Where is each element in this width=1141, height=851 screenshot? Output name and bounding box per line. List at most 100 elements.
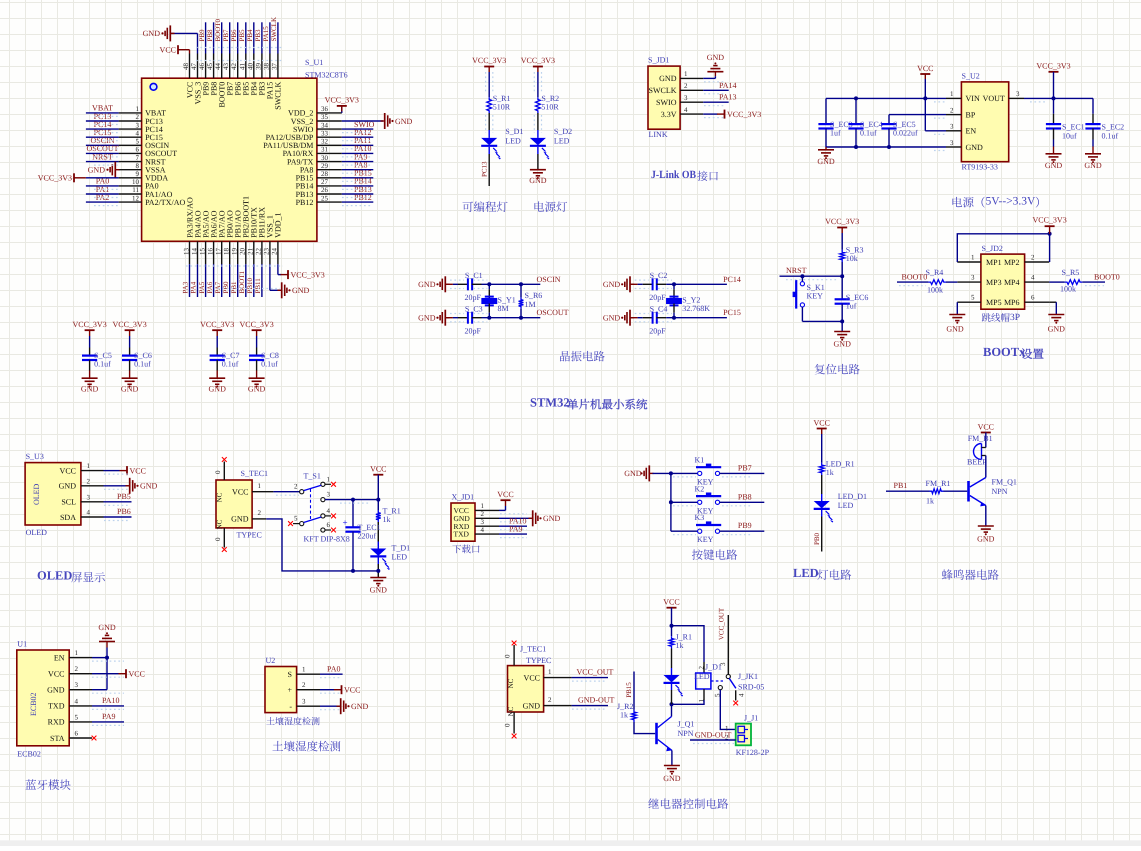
- svg-text:VCC: VCC: [232, 487, 248, 496]
- svg-text:OLED: OLED: [32, 483, 41, 505]
- svg-text:S: S: [288, 670, 292, 679]
- svg-text:VBAT: VBAT: [145, 109, 166, 118]
- svg-text:GND: GND: [59, 482, 77, 491]
- svg-text:SDA: SDA: [60, 513, 76, 522]
- svg-text:PA6: PA6: [206, 281, 214, 293]
- svg-text:PB3: PB3: [258, 82, 267, 96]
- svg-text:GND: GND: [603, 314, 621, 323]
- svg-text:VCC_OUT: VCC_OUT: [718, 607, 726, 640]
- svg-text:KEY: KEY: [807, 292, 824, 301]
- svg-text:34: 34: [321, 121, 329, 129]
- svg-text:BEEP: BEEP: [967, 458, 987, 467]
- svg-text:GND: GND: [88, 166, 106, 175]
- svg-text:T_R1: T_R1: [383, 507, 401, 516]
- svg-text:PA0: PA0: [145, 182, 159, 191]
- svg-text:GND: GND: [292, 286, 310, 295]
- svg-text:PB5: PB5: [238, 29, 246, 42]
- svg-text:27: 27: [321, 178, 329, 186]
- svg-text:24: 24: [271, 248, 279, 256]
- svg-text:GND: GND: [529, 176, 547, 185]
- svg-text:5: 5: [971, 294, 975, 302]
- svg-text:VCC: VCC: [370, 465, 386, 474]
- svg-text:VCC: VCC: [160, 45, 176, 54]
- svg-text:J_R2: J_R2: [617, 702, 633, 711]
- svg-text:20pF: 20pF: [465, 293, 482, 302]
- svg-text:0: 0: [214, 470, 222, 474]
- svg-text:GND: GND: [418, 314, 436, 323]
- svg-text:3: 3: [950, 123, 954, 131]
- svg-text:36: 36: [321, 105, 329, 113]
- svg-text:PC15: PC15: [145, 133, 163, 142]
- svg-text:VSS_2: VSS_2: [291, 117, 314, 126]
- svg-text:S_U3: S_U3: [26, 452, 44, 461]
- svg-text:VCC: VCC: [663, 598, 679, 607]
- svg-text:TYPEC: TYPEC: [237, 531, 262, 540]
- svg-text:2: 2: [698, 666, 706, 670]
- svg-text:3: 3: [87, 493, 91, 501]
- svg-text:VCC_3V3: VCC_3V3: [727, 110, 761, 119]
- svg-text:T_EC1: T_EC1: [358, 523, 381, 532]
- svg-text:26: 26: [321, 186, 329, 194]
- svg-text:30: 30: [321, 154, 329, 162]
- svg-text:PB11/RX: PB11/RX: [258, 207, 267, 238]
- svg-text:NRST: NRST: [92, 152, 113, 161]
- svg-text:10: 10: [132, 178, 140, 186]
- svg-text:8: 8: [136, 162, 140, 170]
- svg-text:T_D1: T_D1: [392, 544, 411, 553]
- svg-text:S_R5: S_R5: [1062, 268, 1080, 277]
- svg-text:PA7: PA7: [214, 281, 222, 293]
- svg-text:GND: GND: [370, 586, 388, 595]
- svg-text:SWIO: SWIO: [656, 98, 677, 107]
- svg-text:VDD_2: VDD_2: [288, 109, 313, 118]
- svg-text:4: 4: [136, 129, 140, 137]
- svg-text:S_EC3: S_EC3: [830, 120, 853, 129]
- svg-text:2: 2: [87, 477, 91, 485]
- svg-text:VCC: VCC: [344, 686, 360, 695]
- svg-text:1: 1: [950, 90, 954, 98]
- svg-text:U1: U1: [17, 640, 27, 649]
- svg-text:PB10/TX: PB10/TX: [250, 207, 259, 238]
- svg-text:BOOTx: BOOTx: [983, 345, 1026, 359]
- svg-text:2: 2: [136, 113, 140, 121]
- svg-text:PA4: PA4: [190, 281, 198, 293]
- svg-text:GND: GND: [98, 623, 116, 632]
- svg-text:GND: GND: [81, 385, 99, 394]
- svg-text:J-Link OB: J-Link OB: [651, 169, 697, 181]
- svg-text:3.3V: 3.3V: [661, 110, 677, 119]
- svg-text:ECB02: ECB02: [17, 750, 41, 759]
- svg-text:PA11/USB/DM: PA11/USB/DM: [263, 141, 313, 150]
- svg-text:MP3: MP3: [986, 278, 1002, 287]
- svg-text:PB7: PB7: [738, 463, 752, 472]
- svg-text:1: 1: [971, 254, 975, 262]
- svg-text:S_U1: S_U1: [305, 58, 323, 67]
- svg-text:VCC_OUT: VCC_OUT: [577, 667, 614, 676]
- svg-text:KEY: KEY: [697, 506, 714, 515]
- svg-text:28: 28: [321, 170, 329, 178]
- svg-text:PB4: PB4: [246, 29, 254, 42]
- svg-text:46: 46: [198, 63, 206, 71]
- svg-text:2: 2: [684, 82, 688, 90]
- svg-text:S_EC1: S_EC1: [1062, 123, 1085, 132]
- svg-text:SWIO: SWIO: [354, 120, 375, 129]
- svg-text:PB8: PB8: [206, 29, 214, 42]
- svg-text:X_JD1: X_JD1: [452, 493, 475, 502]
- svg-text:GND: GND: [659, 74, 677, 83]
- svg-text:3: 3: [971, 274, 975, 282]
- svg-text:VCC: VCC: [524, 673, 540, 682]
- svg-text:VSS_1: VSS_1: [266, 215, 275, 238]
- svg-text:19: 19: [231, 248, 239, 256]
- svg-text:GND: GND: [418, 280, 436, 289]
- svg-text:PA0: PA0: [327, 664, 341, 673]
- svg-text:PB9: PB9: [201, 82, 210, 96]
- svg-text:OLED: OLED: [37, 569, 72, 583]
- svg-text:20pF: 20pF: [649, 293, 666, 302]
- svg-text:LED: LED: [694, 672, 710, 681]
- svg-text:VCC_3V3: VCC_3V3: [472, 56, 506, 65]
- svg-text:NPN: NPN: [992, 487, 1008, 496]
- svg-text:PB0/AO: PB0/AO: [226, 210, 235, 238]
- svg-text:GND-OUT: GND-OUT: [578, 695, 615, 704]
- svg-text:0.1uf: 0.1uf: [261, 360, 278, 369]
- svg-text:VCC_3V3: VCC_3V3: [38, 174, 72, 183]
- svg-text:GND: GND: [1045, 161, 1063, 170]
- svg-text:PB9: PB9: [738, 521, 752, 530]
